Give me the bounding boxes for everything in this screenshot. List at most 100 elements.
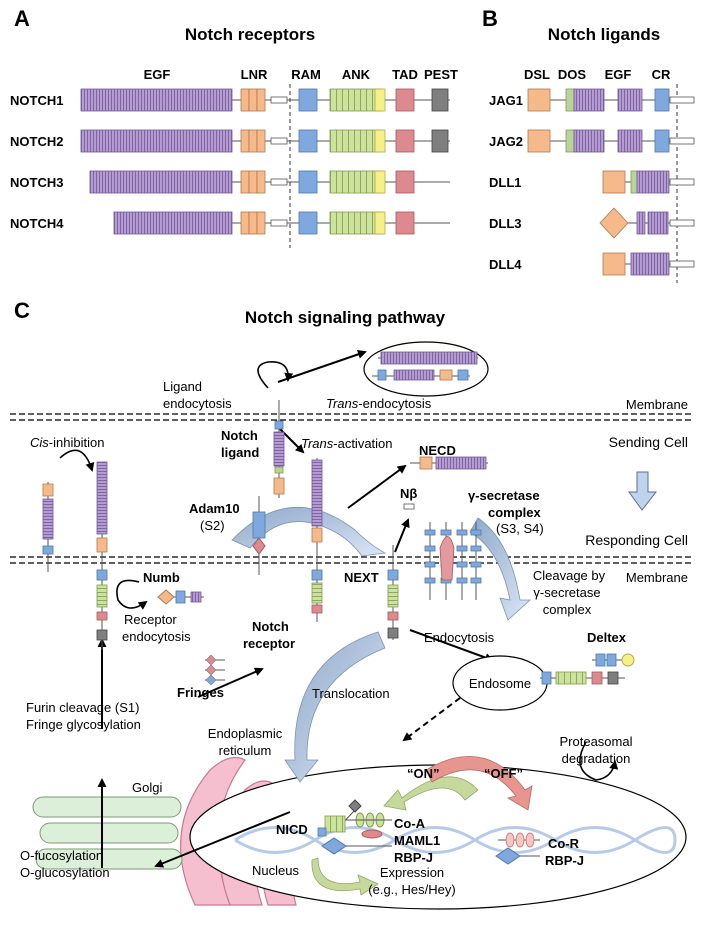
tm-domain [669,219,695,227]
cr-domain [654,88,670,112]
lnr-domain [240,129,266,153]
fucosylation-label-2: O-glucosylation [20,865,110,880]
ligand-name-dll3: DLL3 [489,216,522,231]
er-label-line1: Endoplasmic [208,726,283,741]
notch-ligand-label-2: ligand [221,445,259,460]
nbeta-label: Nβ [400,486,417,501]
receptor-name-notch1: NOTCH1 [10,93,63,108]
pathway-molecules [42,351,635,865]
necd-lnr [419,456,433,470]
egf-domain [80,129,233,153]
ligand-endocytosis-curl [257,361,294,389]
tad-domain [395,211,415,235]
gamma-secretase-arrow [469,517,532,621]
dsl-domain [602,170,626,194]
panel-b-letter: B [482,6,498,31]
pest-domain [431,88,449,112]
proteasomal-label-2: degradation [562,751,631,766]
cor-label: Co-R [548,836,580,851]
endosome-tad [591,671,603,685]
endosome-ank [555,671,587,685]
cis-receptor-egf [96,461,108,535]
dsl-domain [527,88,551,112]
deltex-ring [621,653,635,667]
ank-domain [329,211,383,235]
dsl-domain [599,207,629,239]
egf-domain [617,129,643,153]
proteasomal-label-1: Proteasomal [560,734,633,749]
panel-a-title: Notch receptors [185,25,315,44]
dos-domain [565,129,575,153]
cr-domain [654,129,670,153]
lnr-domain [240,170,266,194]
s3s4-label: (S3, S4) [496,521,544,536]
egf-domain [617,88,643,112]
fringe-1 [205,654,217,666]
receptor-lnr-domain [311,527,323,543]
cis-ligand-molecule [42,482,54,572]
pest-domain [431,129,449,153]
deltex-domain [606,653,617,667]
notch-receptor-label-1: Notch [252,619,289,634]
repressor-complex [495,832,540,865]
necd-release-arrow [347,464,407,509]
notch-ligand-molecule [273,400,285,498]
receptor-tad-domain [311,604,323,614]
on-arrow [383,776,479,811]
cis-receptor-tad [96,611,108,621]
fringe-2 [205,664,217,676]
cis-inhibition-label: Cis-inhibition [30,435,104,450]
sending-membrane [10,413,694,421]
egf-domain [636,170,670,194]
ligand-row-5 [602,252,695,276]
ligand-diagrams [527,88,695,276]
necd-molecule [410,456,488,470]
notch-receptor-molecule [311,458,323,622]
receptor-ank-domain [311,582,323,604]
gamma-secretase-label-2: complex [488,505,542,520]
egf-domain [573,88,605,112]
receptor-endocytosis-label-1: Receptor [124,612,177,627]
egf-domain [636,211,646,235]
egf-domain [113,211,233,235]
tm-domain [669,178,695,186]
ligand-endocytosis-label-1: Ligand [163,379,202,394]
necd-egf [435,456,487,470]
nicd-pest [348,799,362,813]
trans-endocytosis-label: Trans-endocytosis [326,396,432,411]
next-pest [387,627,399,639]
golgi-label: Golgi [132,780,162,795]
deltex-label: Deltex [587,630,627,645]
ram-domain [298,170,318,194]
receptor-endocytosis-curl [116,579,148,610]
on-label: “ON” [407,766,440,781]
domain-label-pest: PEST [424,67,458,82]
ligand-name-jag2: JAG2 [489,134,523,149]
tad-domain [395,88,415,112]
nicd-label: NICD [276,822,308,837]
egf-domain [80,88,233,112]
rbpj-label-repressed: RBP-J [545,853,584,868]
nicd-ram [317,827,327,837]
trans-endocytosed-complex [372,351,478,381]
endosome-ram [541,671,552,685]
cis-inhibition-curl [59,449,95,472]
next-molecule [387,545,399,640]
furin-label-2: Fringe glycosylation [26,717,141,732]
ank-domain [329,88,383,112]
ank-end [374,211,386,235]
endosome-pest [607,671,619,685]
maml1 [361,829,383,839]
lnr-domain [240,88,266,112]
panel-c-letter: C [14,298,30,323]
nucleus-label: Nucleus [252,863,299,878]
gamma-secretase-molecule [424,522,482,600]
ram-domain [298,129,318,153]
fucosylation-label-1: O-fucosylation [20,848,103,863]
ligand-row-1 [527,88,695,112]
trans-activation-label: Trans-activation [301,436,393,451]
nbeta-arrow [394,518,410,553]
translocation-label: Translocation [312,686,390,701]
domain-label-dos: DOS [558,67,587,82]
dna-strands [234,826,677,854]
